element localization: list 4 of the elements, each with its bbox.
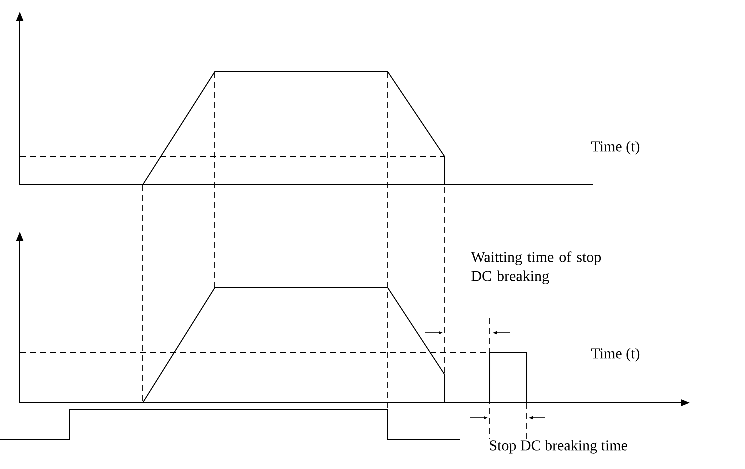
time-label: Time (t) — [590, 347, 642, 363]
annotation-text: Stop DC breaking time — [488, 439, 629, 455]
annotation-text: Waitting time of stop DC breaking — [470, 250, 608, 286]
time-label: Time (t) — [590, 140, 642, 156]
